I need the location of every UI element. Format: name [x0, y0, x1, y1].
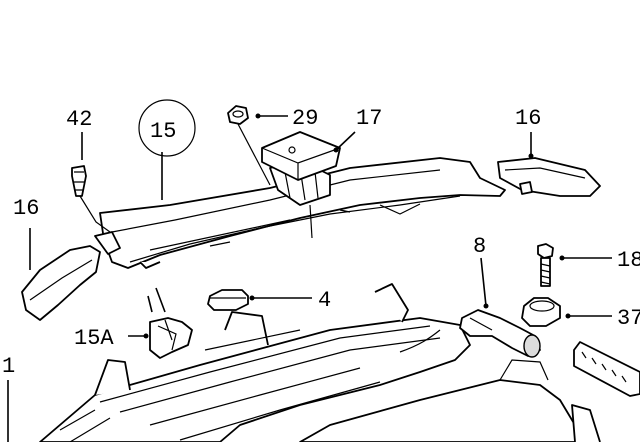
callout-circle-15 — [138, 99, 196, 157]
end-cap-left-part-16 — [21, 231, 121, 321]
callout-29: 29 — [292, 106, 318, 131]
callout-8: 8 — [473, 234, 486, 259]
callout-16-right: 16 — [515, 106, 541, 131]
plug-part-4 — [207, 289, 249, 311]
callout-42: 42 — [66, 107, 92, 132]
callout-17: 17 — [356, 106, 382, 131]
callout-37: 37 — [617, 306, 640, 331]
callout-16-left: 16 — [13, 196, 39, 221]
air-duct-part-8 — [459, 309, 541, 358]
callout-15A: 15A — [74, 326, 114, 351]
cover-pad-part-17 — [261, 131, 341, 181]
callout-4: 4 — [318, 288, 331, 313]
callout-18: 18 — [617, 248, 640, 273]
trim-strip-fragment — [573, 341, 640, 397]
leader-lines — [7, 113, 612, 442]
bracket-part-15A — [147, 287, 193, 359]
dashboard-assembly — [39, 283, 601, 442]
callout-1: 1 — [2, 354, 15, 379]
callout-15: 15 — [150, 119, 176, 144]
screw-part-18 — [537, 243, 554, 287]
clip-part-42 — [71, 165, 111, 233]
nut-part-37 — [521, 297, 561, 327]
nut-part-29 — [227, 105, 271, 186]
end-cap-right-part-16 — [497, 157, 601, 197]
